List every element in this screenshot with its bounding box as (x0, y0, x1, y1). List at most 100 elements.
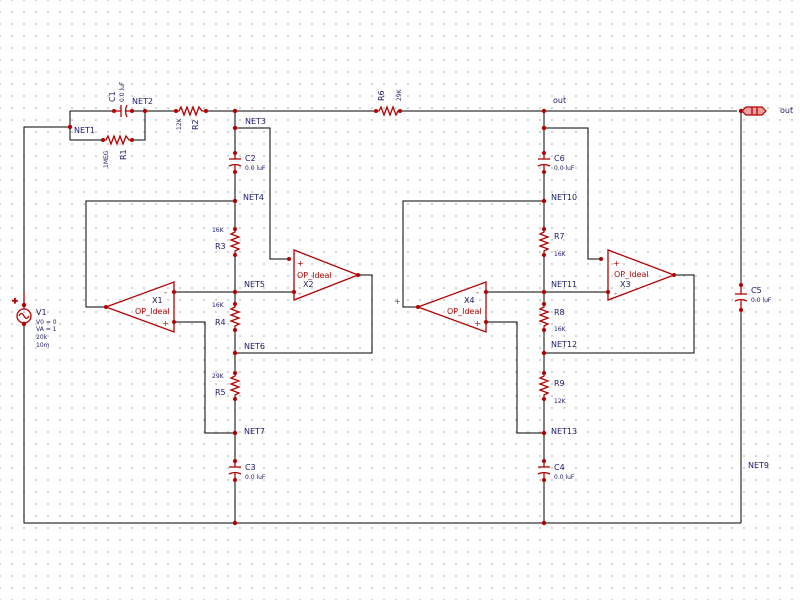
r5-value: 29K (212, 373, 225, 380)
r9-name: R9 (554, 379, 565, 388)
capacitor-c1[interactable]: C1 0.0 luF (108, 81, 134, 118)
wire-source-bottom (23, 324, 741, 524)
resistor-r1[interactable]: 1MEG R1 (101, 134, 134, 168)
x4-plus-sign: + (474, 319, 481, 328)
opamp-x4[interactable]: - + X4 OP_Ideal (416, 281, 488, 333)
opamp-triangle-icon (607, 249, 676, 301)
r6-value: 29K (396, 88, 403, 101)
net-label-net5: NET5 (244, 280, 265, 289)
opamp-triangle-icon (293, 249, 360, 301)
opamp-triangle-icon (416, 281, 487, 333)
r3-value: 16K (212, 227, 225, 234)
resistor-r6[interactable]: R6 29K (374, 88, 403, 117)
x1-minus-sign: - (164, 288, 167, 297)
x1-name: X1 (152, 296, 163, 305)
net-label-net11: NET11 (551, 280, 577, 289)
net-label-net10: NET10 (551, 193, 577, 202)
c2-name: C2 (245, 154, 256, 163)
net-label-net6: NET6 (244, 342, 265, 351)
net-label-net7: NET7 (244, 427, 265, 436)
source-param-3: 20k (36, 334, 48, 341)
junctions (67, 108, 547, 526)
opamp-triangle-icon (104, 281, 175, 333)
wire-out-x3-neg (544, 127, 601, 260)
source-param-2: VA = 1 (36, 326, 57, 333)
c4-value: 0.0 luF (554, 474, 575, 481)
c5-name: C5 (751, 286, 762, 295)
x3-minus-sign: - (614, 289, 617, 298)
resistor-r9[interactable]: R9 12K (538, 371, 567, 405)
output-port[interactable]: out (738, 106, 793, 116)
source-param-4: 10m (36, 342, 50, 349)
source-v1[interactable]: + V1 V0 = 0 VA = 1 20k 10m (11, 292, 57, 349)
r3-name: R3 (215, 242, 226, 251)
net-label-net9: NET9 (748, 461, 769, 470)
net-label-net2: NET2 (132, 97, 153, 106)
x4-name: X4 (464, 296, 475, 305)
capacitor-c3[interactable]: C3 0.0 luF (228, 459, 266, 482)
c1-name: C1 (108, 91, 117, 102)
r1-value: 1MEG (103, 150, 110, 168)
wire-net10-x4-out (402, 200, 544, 308)
x1-plus-sign: + (162, 319, 169, 328)
r2-name: R2 (191, 119, 200, 130)
net-label-net3: NET3 (245, 117, 266, 126)
capacitor-c5[interactable]: C5 0.0 luF (734, 283, 772, 312)
x3-name: X3 (620, 280, 631, 289)
x2-name: X2 (303, 280, 314, 289)
resistor-r8[interactable]: R8 16K (538, 302, 567, 333)
x2-model: OP_Ideal (297, 271, 332, 280)
capacitor-c2[interactable]: C2 0.0 luF (228, 151, 266, 174)
resistor-r2[interactable]: 12K R2 (174, 105, 208, 130)
r4-value: 16K (212, 302, 225, 309)
source-param-1: V0 = 0 (36, 319, 57, 326)
wire-net3-x2-neg (235, 127, 289, 260)
wire-x3-out-net12 (544, 274, 695, 354)
x3-model: OP_Ideal (614, 270, 649, 279)
r9-value: 12K (554, 398, 567, 405)
wire-r1-right (132, 111, 146, 141)
port-label: out (780, 106, 793, 115)
r1-name: R1 (119, 149, 128, 160)
c2-value: 0.0 luF (245, 165, 266, 172)
wires (23, 110, 742, 524)
resistor-r5[interactable]: 29K R5 (212, 371, 241, 401)
source-plus-sign: + (12, 297, 18, 305)
resistor-r3[interactable]: 16K R3 (212, 227, 241, 257)
resistor-zigzag (103, 134, 132, 146)
net-label-net4: NET4 (243, 193, 264, 202)
net-label-net13: NET13 (551, 427, 577, 436)
r8-name: R8 (554, 308, 565, 317)
source-pin-minus (21, 321, 27, 327)
opamp-x2[interactable]: + - OP_Ideal X2 (287, 249, 360, 301)
c4-name: C4 (554, 463, 565, 472)
wire-source-top (23, 126, 70, 292)
opamp-x1[interactable]: - + X1 OP_Ideal (104, 281, 176, 333)
c1-value: 0.0 luF (119, 81, 126, 102)
r4-name: R4 (215, 318, 226, 327)
x1-model: OP_Ideal (135, 307, 170, 316)
x4-minus-sign: - (476, 288, 479, 297)
r5-name: R5 (215, 388, 226, 397)
r2-value: 12K (176, 117, 183, 130)
wire-x2-out-net6 (235, 274, 373, 354)
opamp-x3[interactable]: + - OP_Ideal X3 (599, 249, 676, 301)
r7-value: 16K (554, 251, 567, 258)
resistor-r7[interactable]: R7 16K (538, 227, 567, 258)
x4-model: OP_Ideal (447, 307, 482, 316)
wire-x1-pos-net7 (174, 321, 235, 434)
capacitor-c4[interactable]: C4 0.0 luF (537, 459, 575, 482)
r8-value: 16K (554, 326, 567, 333)
wire-net4-x1-out (85, 200, 235, 308)
c6-name: C6 (554, 154, 565, 163)
capacitor-c6[interactable]: C6 0.0 luF (537, 151, 575, 174)
port-arrow-icon (741, 106, 767, 116)
source-name: V1 (36, 308, 47, 317)
source-pin-plus (21, 302, 27, 308)
resistor-r4[interactable]: 16K R4 (212, 302, 241, 332)
c6-value: 0.0 luF (554, 165, 575, 172)
r7-name: R7 (554, 232, 565, 241)
net-label-out-top: out (553, 96, 566, 105)
